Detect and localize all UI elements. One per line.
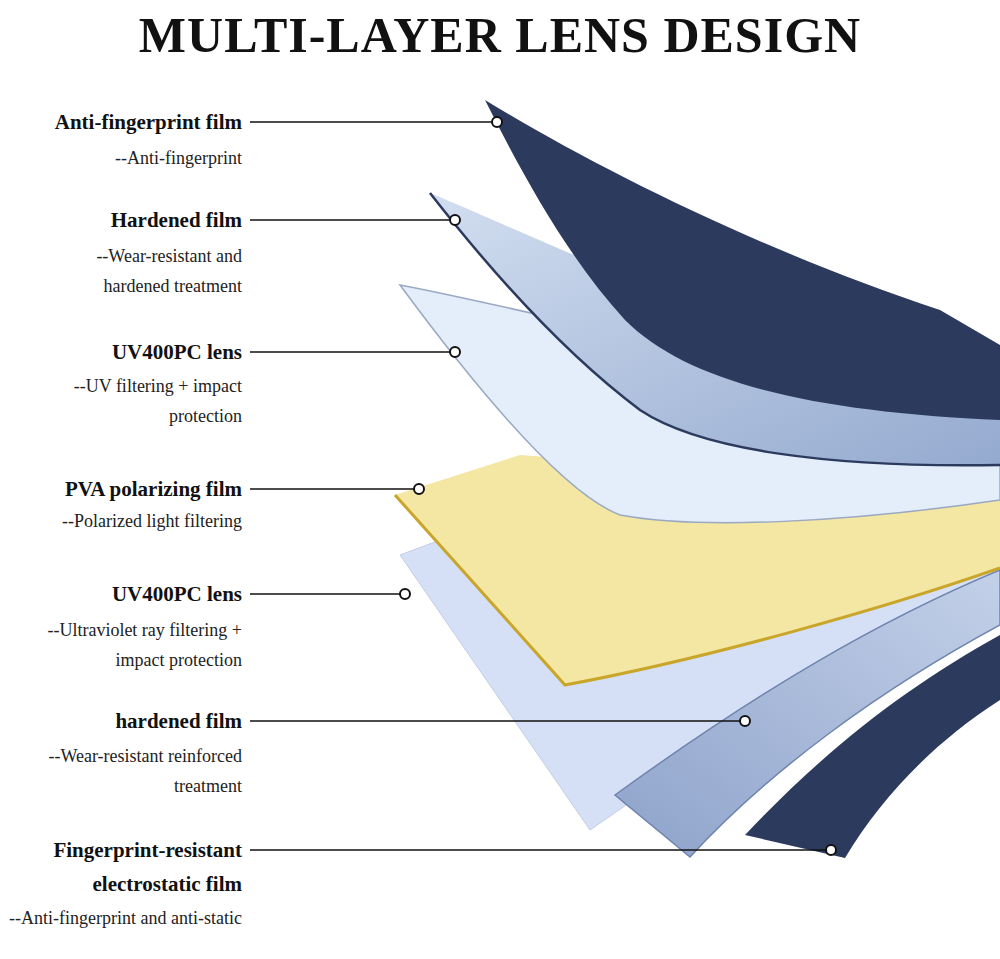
leader-line — [250, 720, 740, 722]
leader-dots — [400, 117, 836, 855]
leader-dot — [414, 484, 424, 494]
layer-name: UV400PC lens — [2, 335, 242, 369]
layer-description: --Wear-resistant reinforced treatment — [37, 741, 242, 801]
layer-description: --Anti-fingerprint and anti-static — [4, 903, 242, 933]
layer-name: hardened film — [2, 704, 242, 738]
title: MULTI-LAYER LENS DESIGN — [0, 6, 1000, 64]
layer-name: Fingerprint-resistant electrostatic film — [2, 833, 242, 901]
leader-dot — [740, 716, 750, 726]
anti-fingerprint-layer — [485, 100, 1000, 420]
leader-dot — [492, 117, 502, 127]
polarizing-film-edge — [395, 495, 1000, 685]
layer-description: --UV filtering + impact protection — [67, 371, 242, 431]
layer-name: Anti-fingerprint film — [2, 105, 242, 139]
electrostatic-film-layer — [745, 635, 1000, 858]
leader-line — [250, 488, 414, 490]
leader-line — [250, 121, 492, 123]
leader-line — [250, 351, 450, 353]
leader-line — [250, 593, 400, 595]
layer-description: --Anti-fingerprint — [42, 143, 242, 173]
leader-lines — [250, 122, 826, 850]
layer-description: --Ultraviolet ray filtering + impact pro… — [7, 615, 242, 675]
leader-dot — [450, 347, 460, 357]
leader-line — [250, 849, 826, 851]
layer-description: --Polarized light filtering — [7, 506, 242, 536]
layer-name: PVA polarizing film — [2, 472, 242, 506]
layer-name: Hardened film — [2, 203, 242, 237]
layer-name: UV400PC lens — [2, 577, 242, 611]
leader-dot — [400, 589, 410, 599]
layer-description: --Wear-resistant and hardened treatment — [37, 241, 242, 301]
leader-dot — [450, 215, 460, 225]
leader-line — [250, 219, 450, 221]
leader-dot — [826, 845, 836, 855]
